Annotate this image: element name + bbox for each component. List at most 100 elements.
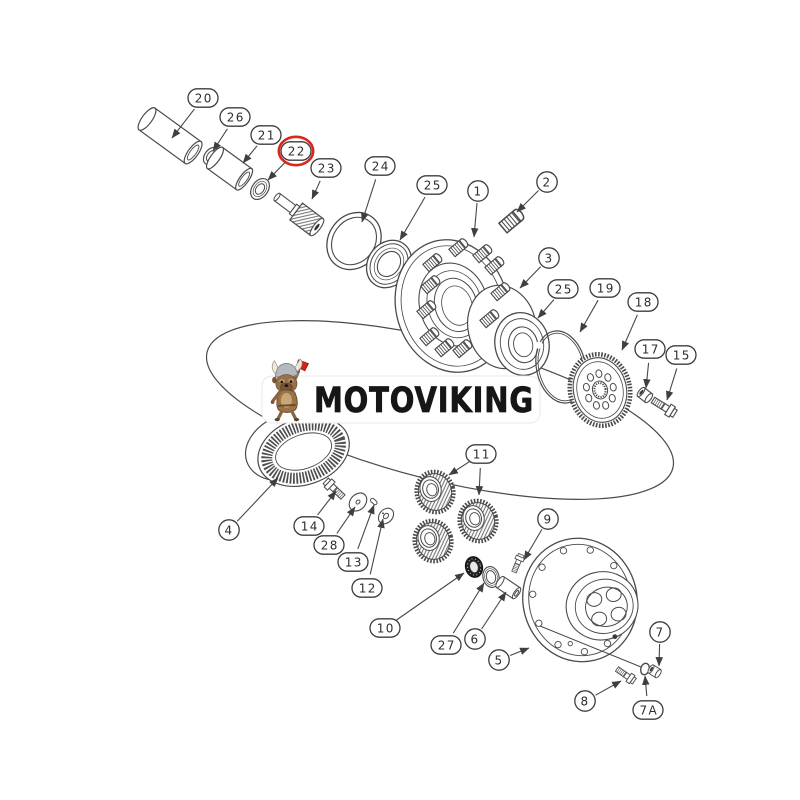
watermark-band	[261, 375, 541, 424]
callout-arrow	[642, 675, 650, 697]
callout-label: 27	[438, 638, 456, 652]
callout-13: 13	[337, 504, 375, 572]
callout-label: 23	[318, 161, 336, 175]
part-27-washer	[482, 566, 500, 588]
callout-7: 7	[649, 621, 671, 667]
callout-bubble	[430, 635, 462, 655]
callout-bubble	[488, 649, 510, 671]
callout-arrow	[396, 572, 465, 621]
callout-label: 7A	[639, 703, 658, 717]
callout-18: 18	[621, 292, 659, 351]
callout-label: 20	[195, 91, 213, 105]
callout-label: 25	[555, 282, 573, 296]
callout-bubble	[293, 516, 325, 536]
callout-label: 17	[642, 342, 660, 356]
callout-arrow	[481, 591, 507, 630]
callout-bubble	[589, 278, 621, 298]
callout-6: 6	[464, 591, 507, 650]
part-13-pin	[369, 497, 378, 506]
callout-label: 14	[301, 519, 319, 533]
callout-arrow	[399, 196, 426, 241]
callout-22: 22	[267, 135, 315, 181]
callout-bubble	[369, 618, 401, 638]
callout-arrow	[475, 467, 484, 496]
viking-dog-mascot-icon	[270, 358, 309, 422]
callout-1: 1	[467, 180, 489, 238]
callout-label: 3	[544, 251, 553, 265]
callout-bubble	[649, 621, 671, 643]
callout-14: 14	[293, 490, 337, 536]
callout-label: 26	[227, 110, 245, 124]
callout-label: 8	[580, 694, 589, 708]
callout-7A: 7A	[632, 675, 664, 720]
part-28-washer	[348, 492, 368, 512]
callout-arrow	[452, 582, 485, 634]
callout-28: 28	[313, 506, 356, 555]
callout-label: 13	[345, 555, 363, 569]
callout-bubble	[574, 690, 596, 712]
callout-8: 8	[574, 680, 622, 712]
callout-27: 27	[430, 582, 485, 655]
callout-bubble	[537, 508, 559, 530]
callout-11: 11	[448, 444, 497, 496]
callout-arrow	[537, 299, 555, 319]
part-10-bushing	[464, 556, 484, 578]
callout-bubble	[547, 279, 579, 299]
callout-19: 19	[579, 278, 621, 333]
callout-arrow	[666, 368, 678, 401]
part-22-washer	[250, 177, 270, 201]
callout-label: 9	[543, 512, 552, 526]
callout-24: 24	[361, 156, 396, 223]
callout-label: 28	[321, 538, 339, 552]
callout-bubble	[465, 444, 497, 464]
watermark-text: MOTOVIKING	[314, 381, 534, 421]
part-1-wheel-hub	[394, 236, 537, 373]
callout-label: 1	[473, 184, 482, 198]
callout-label: 4	[224, 523, 233, 537]
callout-bubble	[665, 345, 697, 365]
callout-arrow	[448, 461, 470, 476]
callout-label: 25	[424, 178, 442, 192]
callout-arrow	[369, 518, 385, 575]
callout-21: 21	[242, 125, 282, 164]
part-23-sun-shaft	[273, 192, 325, 237]
callout-arrow	[655, 643, 664, 667]
callout-label: 22	[288, 144, 306, 158]
callout-arrow	[212, 128, 228, 152]
callout-bubble	[337, 552, 369, 572]
callout-bubble	[634, 339, 666, 359]
callout-label: 12	[359, 581, 377, 595]
callout-arrow	[519, 266, 542, 289]
callout-arrow	[336, 506, 356, 534]
callout-arrow	[643, 362, 651, 389]
callout-label: 6	[470, 632, 479, 646]
part-9-bolt	[509, 552, 526, 575]
part-14-bolt	[321, 476, 348, 502]
callout-25a: 25	[399, 175, 448, 241]
part-11-planet-gears	[407, 465, 504, 568]
callout-bubble	[250, 125, 282, 145]
callout-bubble	[280, 141, 312, 161]
part-18-ring-gear	[567, 351, 633, 429]
callout-bubble	[351, 578, 383, 598]
callout-label: 10	[377, 621, 395, 635]
callout-17: 17	[634, 339, 666, 389]
callout-bubble	[364, 156, 396, 176]
callout-arrow	[523, 529, 543, 561]
callout-arrow	[236, 477, 279, 522]
callout-label: 2	[542, 175, 551, 189]
callout-10: 10	[369, 572, 465, 638]
callout-bubble	[538, 247, 560, 269]
callout-4: 4	[218, 477, 279, 541]
callout-label: 18	[635, 295, 653, 309]
callout-bubble	[187, 88, 219, 108]
part-21-spacer	[205, 146, 254, 191]
callout-label: 15	[673, 348, 691, 362]
highlight-ring	[277, 135, 315, 167]
callout-25b: 25	[537, 279, 579, 319]
callout-arrow	[171, 108, 195, 139]
callout-bubble	[310, 158, 342, 178]
callout-arrow	[267, 160, 287, 181]
callout-bubble	[627, 292, 659, 312]
